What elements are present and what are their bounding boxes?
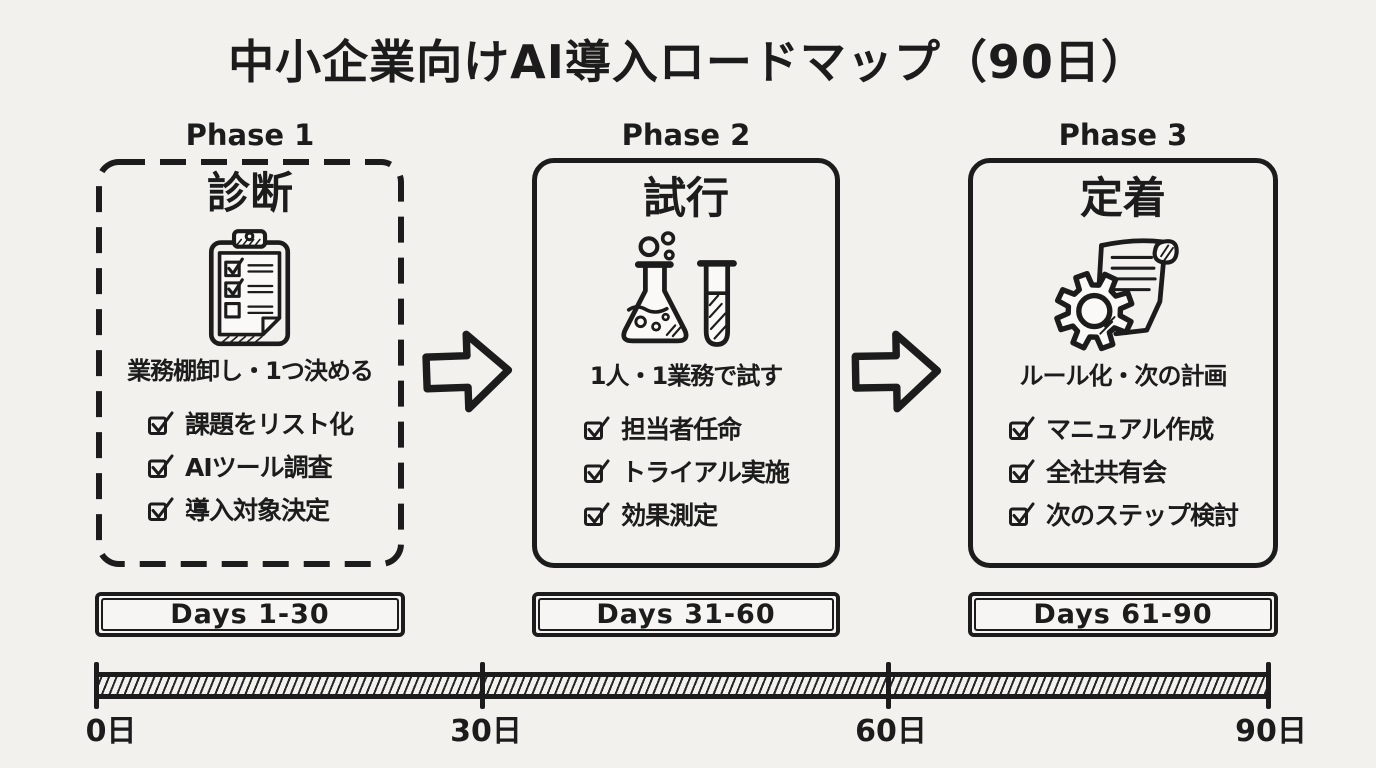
task-label: 次のステップ検討 [1045,501,1239,531]
days-label: Days 61-90 [974,598,1272,631]
phase-1-subtitle: 業務棚卸し・1つ決める [127,357,374,386]
page-title: 中小企業向けAI導入ロードマップ（90日） [228,35,1148,89]
task-row: 課題をリスト化 [147,405,354,441]
phase-2-section: Phase 2 試行 [532,116,840,568]
checkbox-checked-icon [584,459,610,484]
phase-3-box: 定着 ルール化・次の計画 マニュアル作成 [968,158,1278,568]
timeline-label-30: 30日 [450,714,522,749]
task-row: 次のステップ検討 [1008,496,1239,532]
task-label: 課題をリスト化 [184,410,354,440]
task-row: 効果測定 [583,496,789,532]
phase-1-box: 診断 業務棚卸し・1つ決める [95,158,405,568]
task-row: マニュアル作成 [1008,410,1238,446]
timeline-tick-60 [886,662,891,709]
task-label: AIツール調査 [184,453,333,483]
days-label: Days 31-60 [538,598,834,631]
task-label: 担当者任命 [621,415,742,445]
flask-testtube-icon [537,230,835,354]
checkbox-checked-icon [1008,416,1035,441]
phase-3-task-list: マニュアル作成 全社共有会 次のステップ検討 [1008,403,1239,539]
task-label: トライアル実施 [621,458,790,488]
timeline-tick-0 [94,662,99,709]
task-row: AIツール調査 [147,448,353,484]
phase-1-section: Phase 1 診断 [95,116,405,568]
arrow-right-icon [422,330,513,413]
checkbox-checked-icon [1008,459,1035,484]
phase-2-title: 試行 [643,174,729,224]
timeline-tick-30 [480,662,485,709]
task-row: 全社共有会 [1008,453,1238,489]
phase-2-subtitle: 1人・1業務で試す [589,362,783,391]
checkbox-checked-icon [147,411,174,436]
arrow-right-icon [851,330,942,413]
task-row: 導入対象決定 [147,491,353,527]
phase-3-subtitle: ルール化・次の計画 [1019,362,1228,391]
task-label: 効果測定 [621,501,718,531]
task-label: マニュアル作成 [1045,415,1214,445]
phase-1-task-list: 課題をリスト化 AIツール調査 導入対象決定 [147,398,354,534]
task-row: トライアル実施 [583,453,790,489]
phase-1-title: 診断 [207,169,293,219]
checkbox-checked-icon [584,416,610,441]
timeline: 0日 30日 60日 90日 [86,662,1307,762]
phase-3-label: Phase 3 [1058,118,1188,152]
checkbox-checked-icon [1008,502,1035,527]
dashed-border [96,159,404,567]
checkbox-checked-icon [147,454,174,479]
checkbox-checked-icon [584,502,610,527]
phase-3-section: Phase 3 定着 ルール化・次の計画 [968,116,1278,568]
timeline-tick-90 [1266,662,1271,709]
checkbox-checked-icon [147,497,174,522]
timeline-label-0: 0日 [85,714,137,749]
days-label: Days 1-30 [101,598,399,631]
phase-2-box: 試行 1人・1業 [532,158,840,568]
phase-3-days-badge: Days 61-90 [968,592,1278,637]
timeline-bar [95,672,1270,699]
phase-1-days-badge: Days 1-30 [95,592,405,637]
timeline-label-90: 90日 [1235,714,1307,749]
gear-document-icon [973,230,1273,354]
phase-2-label: Phase 2 [621,118,751,152]
task-label: 導入対象決定 [184,496,330,526]
phase-3-title: 定着 [1080,174,1166,224]
phase-2-days-badge: Days 31-60 [532,592,840,637]
task-label: 全社共有会 [1045,458,1167,488]
timeline-label-60: 60日 [855,714,927,749]
task-row: 担当者任命 [583,410,789,446]
clipboard-checklist-icon [95,225,405,349]
phase-1-label: Phase 1 [185,118,315,152]
phase-2-task-list: 担当者任命 トライアル実施 効果測定 [583,403,790,539]
